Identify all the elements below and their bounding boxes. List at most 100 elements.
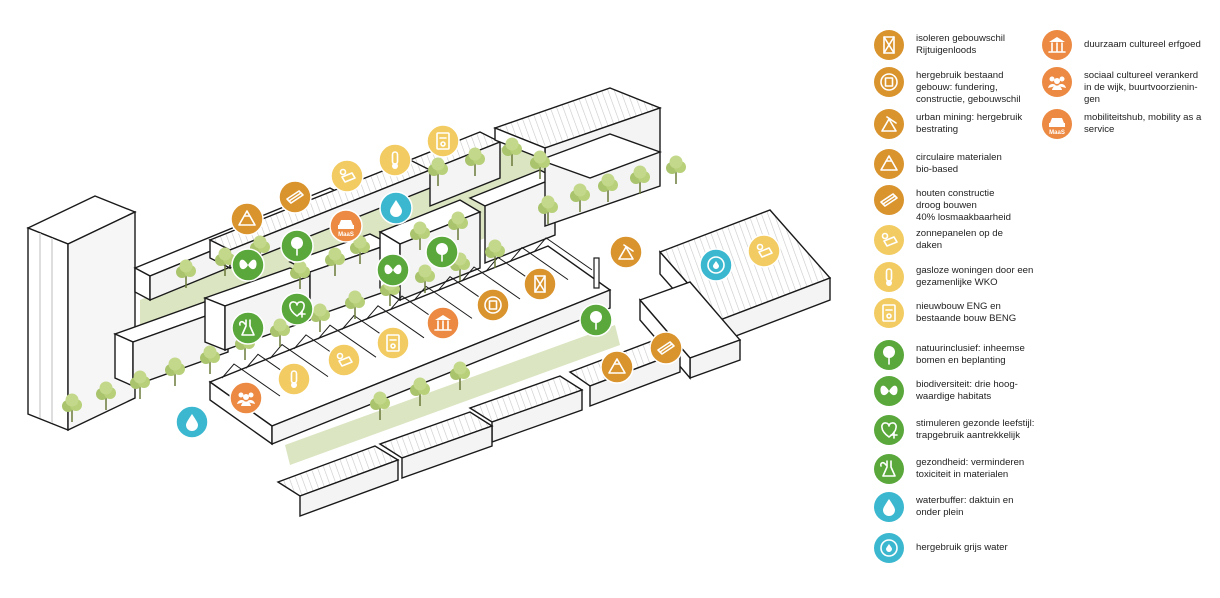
legend-label: gezondheid: verminderen toxiciteit in ma… <box>916 457 1025 480</box>
heart-plus-icon <box>874 415 904 445</box>
map-marker-circular-materials-icon[interactable] <box>600 350 634 384</box>
timber-construction-icon <box>874 185 904 215</box>
tree <box>530 150 550 179</box>
legend-item-maas: MaaS mobiliteitshub, mobility as a servic… <box>1042 109 1201 139</box>
map-marker-circular-materials-icon[interactable] <box>230 202 264 236</box>
legend-item-greywater: hergebruik grijs water <box>874 533 1008 563</box>
tree <box>630 165 650 194</box>
chimney <box>593 257 600 289</box>
butterfly-icon <box>874 376 904 406</box>
tree <box>428 157 448 186</box>
svg-text:MaaS: MaaS <box>1049 130 1065 136</box>
roof-step <box>221 363 281 397</box>
tree <box>502 137 522 166</box>
map-marker-certificate-icon[interactable] <box>376 326 410 360</box>
roof-step <box>317 324 377 358</box>
map-marker-community-icon[interactable] <box>229 381 263 415</box>
urban-mining-icon <box>874 109 904 139</box>
map-marker-tree-icon[interactable] <box>425 235 459 269</box>
flask-icon <box>874 454 904 484</box>
roof-step <box>413 285 473 319</box>
map-marker-greywater-icon[interactable] <box>699 248 733 282</box>
tree <box>130 370 150 399</box>
map-marker-timber-construction-icon[interactable] <box>649 331 683 365</box>
map-marker-water-drop-icon[interactable] <box>175 405 209 439</box>
tree-icon <box>874 340 904 370</box>
map-marker-heart-plus-icon[interactable] <box>280 292 314 326</box>
tree <box>290 260 310 289</box>
tree <box>270 318 290 347</box>
legend-item-beng: nieuwbouw ENG en bestaande bouw BENG <box>874 298 1016 328</box>
tree <box>666 155 686 184</box>
legend-item-thermo: gasloze woningen door een gezamenlijke W… <box>874 262 1033 292</box>
mobility-hub-icon: MaaS <box>1042 109 1072 139</box>
legend-label: hergebruik grijs water <box>916 542 1008 553</box>
map-marker-tree-icon[interactable] <box>579 303 613 337</box>
legend-item-butterfly: biodiversiteit: drie hoog- waardige habi… <box>874 376 1018 406</box>
map-marker-solar-panel-icon[interactable] <box>327 343 361 377</box>
legend-item-reuse: hergebruik bestaand gebouw: fundering, c… <box>874 67 1021 106</box>
water-drop-icon <box>874 492 904 522</box>
tree <box>370 391 390 420</box>
thermometer-icon <box>874 262 904 292</box>
tree <box>345 290 365 319</box>
map-marker-solar-panel-icon[interactable] <box>747 234 781 268</box>
legend-label: zonnepanelen op de daken <box>916 228 1003 251</box>
tree <box>538 195 558 224</box>
map-marker-building-reuse-icon[interactable] <box>476 288 510 322</box>
roof-step <box>509 246 569 281</box>
map-marker-solar-panel-icon[interactable] <box>330 159 364 193</box>
roof-step <box>461 266 521 300</box>
circular-materials-icon <box>874 149 904 179</box>
tree <box>250 235 270 264</box>
legend-item-tree: natuurinclusief: inheemse bomen en bepla… <box>874 340 1025 370</box>
tree <box>465 147 485 176</box>
tree <box>415 264 435 293</box>
legend-item-mining: urban mining: hergebruik bestrating <box>874 109 1022 139</box>
map-marker-thermometer-icon[interactable] <box>277 362 311 396</box>
legend-item-facade: isoleren gebouwschil Rijtuigenloods <box>874 30 1005 60</box>
certificate-icon <box>874 298 904 328</box>
map-marker-timber-construction-icon[interactable] <box>278 180 312 214</box>
map-marker-certificate-icon[interactable] <box>426 124 460 158</box>
map-marker-facade-insulation-icon[interactable] <box>523 267 557 301</box>
legend-label: gasloze woningen door een gezamenlijke W… <box>916 265 1034 288</box>
legend-label: circulaire materialen bio-based <box>916 152 1002 175</box>
legend-label: waterbuffer: daktuin en onder plein <box>916 495 1014 518</box>
map-marker-butterfly-icon[interactable] <box>376 253 410 287</box>
legend-label: houten constructie droog bouwen 40% losm… <box>916 188 1011 223</box>
tree <box>200 345 220 374</box>
legend-label: urban mining: hergebruik bestrating <box>916 112 1023 135</box>
legend-item-drop: waterbuffer: daktuin en onder plein <box>874 492 1013 522</box>
roof-step <box>533 237 593 271</box>
legend-label: natuurinclusief: inheemse bomen en bepla… <box>916 343 1025 366</box>
legend-item-flask: gezondheid: verminderen toxiciteit in ma… <box>874 454 1024 484</box>
tree <box>410 377 430 406</box>
map-marker-water-drop-icon[interactable] <box>379 191 413 225</box>
map-marker-tree-icon[interactable] <box>280 229 314 263</box>
legend-label: mobiliteitshub, mobility as a service <box>1084 112 1202 135</box>
tree <box>165 357 185 386</box>
tree <box>450 361 470 390</box>
legend-item-circular: circulaire materialen bio-based <box>874 149 1002 179</box>
community-icon <box>1042 67 1072 97</box>
map-marker-thermometer-icon[interactable] <box>378 143 412 177</box>
map-marker-urban-mining-icon[interactable] <box>609 235 643 269</box>
building-reuse-icon <box>874 67 904 97</box>
legend-item-people: sociaal cultureel verankerd in de wijk, … <box>1042 67 1198 106</box>
tree-group <box>62 137 686 422</box>
legend-label: stimuleren gezonde leefstijl: trapgebrui… <box>916 418 1035 441</box>
svg-text:MaaS: MaaS <box>338 232 354 238</box>
roof-step <box>365 305 425 339</box>
tree <box>410 221 430 250</box>
map-marker-mobility-hub-icon[interactable]: MaaS <box>329 209 363 243</box>
facade-insulation-icon <box>874 30 904 60</box>
legend-label: biodiversiteit: drie hoog- waardige habi… <box>916 379 1018 402</box>
tree <box>325 247 345 276</box>
roof-step <box>269 343 329 378</box>
map-marker-heritage-building-icon[interactable] <box>426 306 460 340</box>
map-marker-butterfly-icon[interactable] <box>231 248 265 282</box>
map-markers: MaaS <box>175 124 781 439</box>
map-marker-flask-icon[interactable] <box>231 311 265 345</box>
tree <box>485 239 505 268</box>
